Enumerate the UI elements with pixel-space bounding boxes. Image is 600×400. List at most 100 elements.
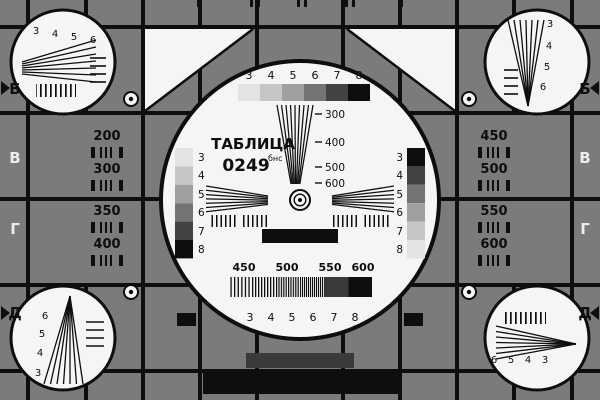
- panel-value: 450: [480, 129, 507, 144]
- strip-label: 3: [396, 152, 403, 164]
- row-markers-left: Б В Г Д: [1, 80, 22, 322]
- resolution-panel-right: 450 500 550 600: [478, 129, 510, 266]
- horizontal-resolution-wedge-right: [331, 185, 395, 213]
- corner-circle-bottom-left: 6 5 4 3: [9, 284, 117, 392]
- strip-label: 4: [198, 170, 205, 182]
- convergence-target: [123, 91, 477, 300]
- strip-label: 5: [198, 189, 205, 201]
- line-gauge-tr: [504, 69, 518, 95]
- wedge-label: 5: [71, 32, 77, 43]
- row-marker-arrow: [590, 306, 599, 320]
- wedge-label: 4: [546, 41, 552, 52]
- step-label: 5: [290, 69, 297, 82]
- strip-label: 8: [198, 244, 205, 256]
- panel-value: 400: [93, 237, 120, 252]
- strip-label: 5: [396, 189, 403, 201]
- wedge-label: 6: [491, 355, 497, 366]
- wedge-label: 5: [39, 329, 45, 340]
- wedge-label: 5: [508, 355, 514, 366]
- corner-circle-bottom-right: 6 5 4 3: [483, 284, 591, 392]
- line-pair-ticks: [91, 147, 123, 158]
- step-label: 4: [268, 311, 275, 324]
- row-markers-right: Б В Г Д: [578, 80, 599, 322]
- wedge-label: 3: [547, 19, 553, 30]
- step-label: 6: [310, 311, 317, 324]
- diagonal-triangle-right: [346, 28, 456, 112]
- line-pair-ticks: [91, 255, 123, 266]
- resolution-fan-tr: [507, 19, 545, 107]
- wedge-label: 6: [540, 82, 546, 93]
- strip-label: 3: [198, 152, 205, 164]
- black-patch-right: [404, 313, 423, 326]
- row-marker-arrow: [590, 81, 599, 95]
- wedge-mark: 600: [325, 178, 345, 190]
- card-title: ТАБЛИЦА 0249 бнс: [211, 135, 295, 176]
- wedge-label: 4: [52, 29, 58, 40]
- resolution-fan-bl: [43, 295, 84, 385]
- panel-value: 550: [480, 204, 507, 219]
- step-label: 4: [268, 69, 275, 82]
- wedge-label: 6: [42, 311, 48, 322]
- vertical-resolution-wedge: 300 400 500 600: [276, 104, 345, 190]
- panel-value: 500: [480, 162, 507, 177]
- row-letter: Б: [579, 80, 590, 98]
- row-marker-arrow: [1, 306, 10, 320]
- panel-value: 200: [93, 129, 120, 144]
- panel-value: 300: [93, 162, 120, 177]
- corner-circle-top-right: 3 4 5 6: [483, 8, 591, 116]
- horizontal-resolution-wedge-left: [205, 185, 269, 213]
- corner-circle-top-left: 3 4 5 6: [9, 8, 117, 116]
- grayscale-strip-right: 3 4 5 6 7 8: [396, 148, 425, 259]
- wedge-label: 4: [37, 348, 43, 359]
- bottom-black-bar: [203, 373, 398, 394]
- grayscale-staircase-top: 3 4 5 6 7 8: [238, 69, 370, 101]
- burst-comb-br: [502, 312, 546, 324]
- row-letter: Б: [9, 80, 20, 98]
- burst-label: 500: [276, 261, 299, 274]
- strip-label: 4: [396, 170, 403, 182]
- burst-comb-tl: [36, 84, 76, 97]
- panel-value: 350: [93, 204, 120, 219]
- line-pair-ticks: [478, 255, 510, 266]
- wedge-label: 3: [35, 368, 41, 379]
- line-gauge-tl: [90, 57, 106, 83]
- row-letter: Д: [578, 304, 591, 322]
- line-pair-ticks: [91, 222, 123, 233]
- diagonal-triangle-left: [144, 28, 254, 112]
- grayscale-strip-left: 3 4 5 6 7 8: [175, 148, 205, 259]
- center-test-circle: 3 4 5 6 7 8 300 400 500: [159, 59, 441, 341]
- resolution-panel-left: 200 300 350 400: [91, 129, 123, 266]
- black-reference-bar: [262, 229, 338, 243]
- step-label: 7: [331, 311, 338, 324]
- line-pair-ticks: [478, 222, 510, 233]
- row-letter: Д: [8, 304, 21, 322]
- resolution-fan-br: [495, 325, 577, 360]
- line-pair-ticks: [91, 180, 123, 191]
- strip-label: 8: [396, 244, 403, 256]
- strip-label: 7: [396, 226, 403, 238]
- card-code-suffix: бнс: [268, 154, 283, 163]
- row-letter: Г: [10, 220, 20, 238]
- wedge-label: 6: [90, 35, 96, 46]
- top-edge-crop-marks: [197, 0, 403, 7]
- step-label: 5: [289, 311, 296, 324]
- strip-label: 7: [198, 226, 205, 238]
- step-label: 8: [352, 311, 359, 324]
- wedge-label: 4: [525, 355, 531, 366]
- line-pair-ticks: [478, 147, 510, 158]
- strip-label: 6: [396, 207, 403, 219]
- row-letter: В: [579, 149, 590, 167]
- resolution-fan-tl: [21, 39, 97, 83]
- wedge-label: 5: [544, 62, 550, 73]
- burst-label: 550: [319, 261, 342, 274]
- wedge-label: 3: [33, 26, 39, 37]
- line-pair-ticks: [478, 180, 510, 191]
- strip-label: 6: [198, 207, 205, 219]
- wedge-mark: 500: [325, 162, 345, 174]
- row-letter: Г: [580, 220, 590, 238]
- step-label: 3: [246, 69, 253, 82]
- burst-comb-center: [210, 215, 390, 227]
- burst-label: 600: [352, 261, 375, 274]
